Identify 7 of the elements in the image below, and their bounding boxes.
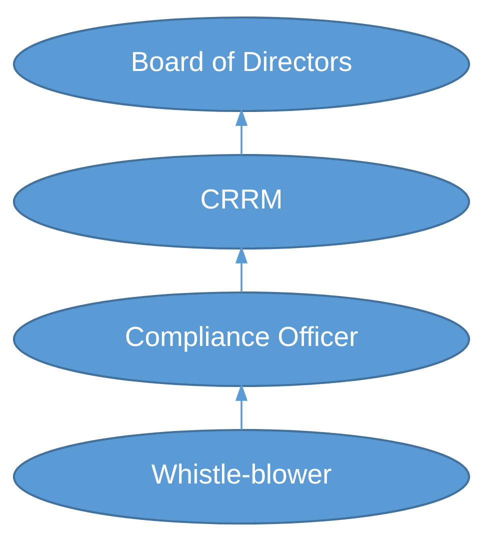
arrow	[235, 108, 248, 154]
arrow	[235, 382, 248, 430]
node-ellipse: Compliance Officer	[12, 290, 470, 387]
node-ellipse: Board of Directors	[12, 16, 470, 112]
node-ellipse: Whistle-blower	[12, 428, 470, 524]
node-ellipse: CRRM	[12, 153, 470, 250]
arrow	[235, 245, 248, 292]
